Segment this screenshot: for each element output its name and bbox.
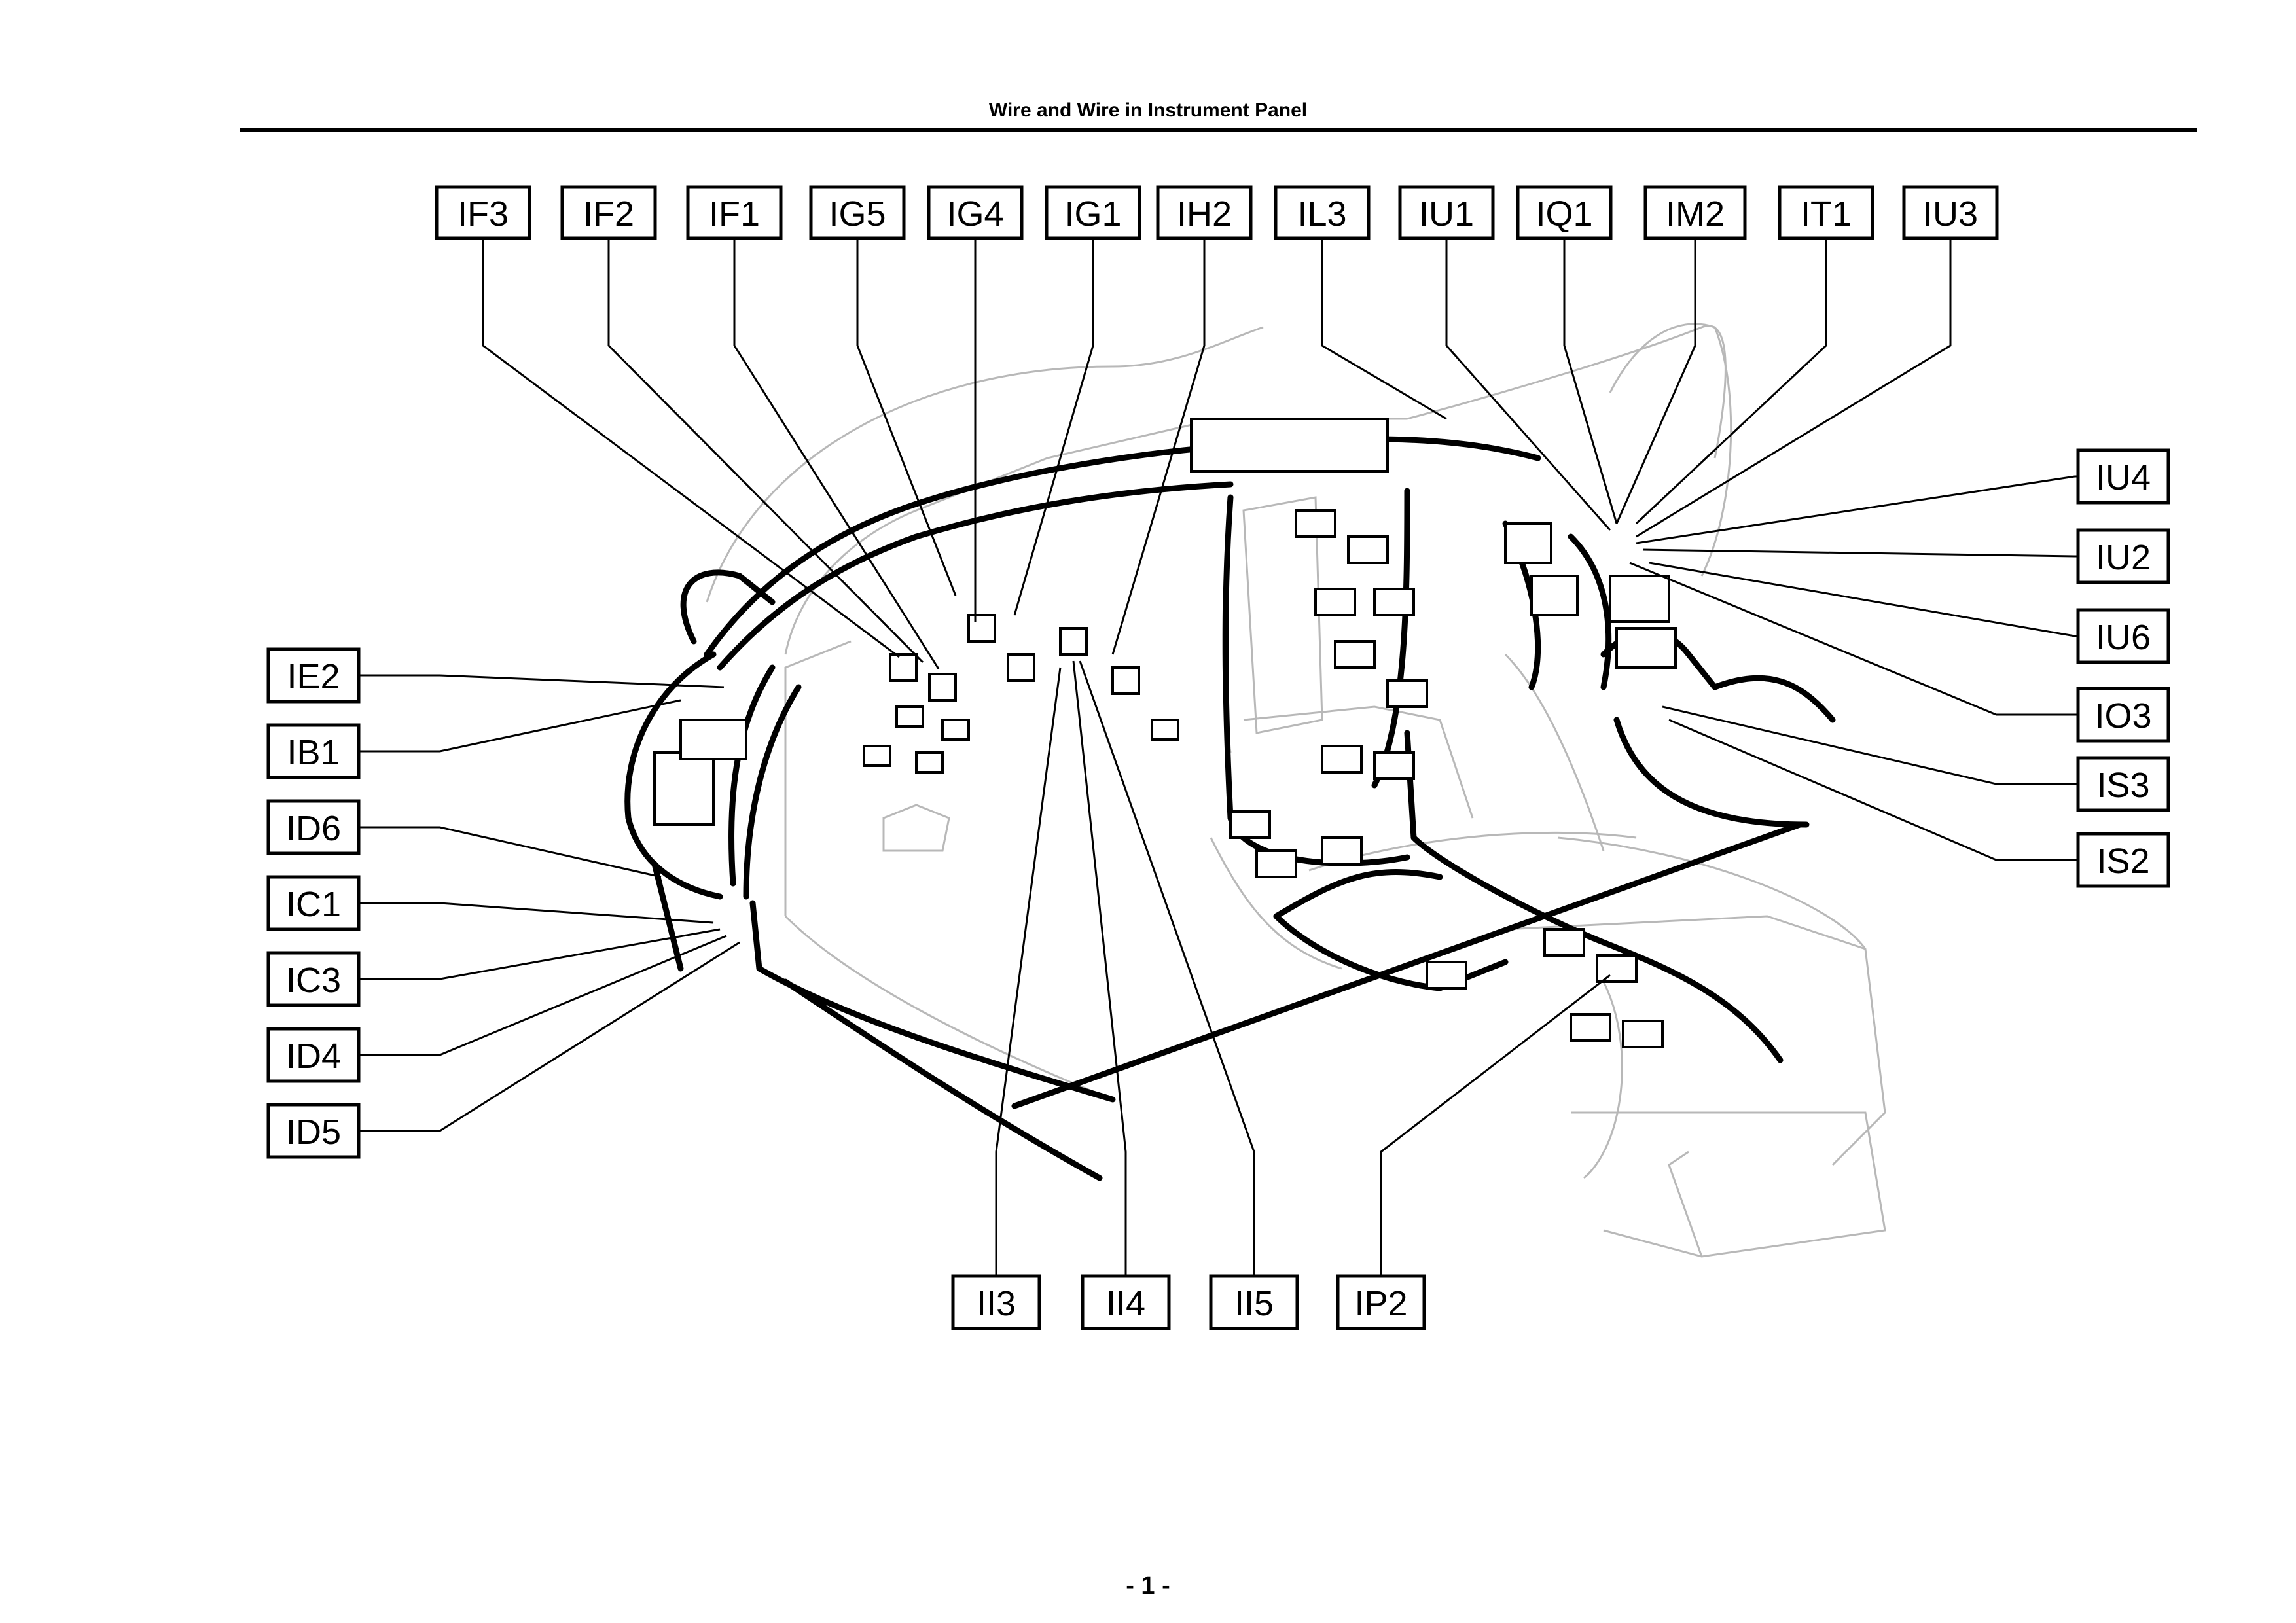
- svg-text:IQ1: IQ1: [1535, 194, 1592, 234]
- leader-lines: [359, 238, 2078, 1276]
- label-IF1: IF1: [686, 185, 783, 240]
- svg-text:IL3: IL3: [1297, 194, 1346, 234]
- svg-text:IF3: IF3: [457, 194, 509, 234]
- label-ID4: ID4: [266, 1027, 361, 1083]
- label-IQ1: IQ1: [1516, 185, 1613, 240]
- svg-text:ID4: ID4: [286, 1037, 341, 1076]
- svg-text:IG4: IG4: [946, 194, 1003, 234]
- header-rule: [240, 128, 2197, 132]
- label-IM2: IM2: [1643, 185, 1747, 240]
- svg-text:IC3: IC3: [286, 961, 341, 1000]
- label-IU4: IU4: [2076, 448, 2170, 505]
- svg-text:IG5: IG5: [829, 194, 886, 234]
- svg-text:IU1: IU1: [1419, 194, 1474, 234]
- label-II3: II3: [951, 1274, 1041, 1330]
- label-II4: II4: [1081, 1274, 1171, 1330]
- label-IC3: IC3: [266, 951, 361, 1007]
- svg-text:IF1: IF1: [709, 194, 760, 234]
- svg-text:IG1: IG1: [1064, 194, 1121, 234]
- label-IO3: IO3: [2076, 687, 2170, 743]
- label-IF3: IF3: [435, 185, 531, 240]
- label-IH2: IH2: [1156, 185, 1253, 240]
- label-IU1: IU1: [1398, 185, 1495, 240]
- label-IG1: IG1: [1045, 185, 1141, 240]
- label-IG5: IG5: [809, 185, 906, 240]
- svg-text:IS3: IS3: [2096, 766, 2149, 805]
- label-IS3: IS3: [2076, 756, 2170, 812]
- label-II5: II5: [1209, 1274, 1299, 1330]
- label-IL3: IL3: [1274, 185, 1371, 240]
- svg-text:II5: II5: [1234, 1284, 1274, 1323]
- svg-text:II4: II4: [1106, 1284, 1145, 1323]
- page-number: - 1 -: [1126, 1572, 1170, 1599]
- svg-text:II3: II3: [977, 1284, 1016, 1323]
- right-labels: IU4 IU2 IU6 IO3 IS3 IS2: [2076, 448, 2170, 888]
- label-IF2: IF2: [560, 185, 657, 240]
- svg-text:IU3: IU3: [1923, 194, 1978, 234]
- svg-text:IH2: IH2: [1177, 194, 1232, 234]
- label-IT1: IT1: [1778, 185, 1874, 240]
- label-ID5: ID5: [266, 1103, 361, 1159]
- svg-text:IF2: IF2: [583, 194, 634, 234]
- svg-text:IB1: IB1: [287, 733, 340, 772]
- wire-harness: [624, 436, 1836, 1181]
- svg-text:ID5: ID5: [286, 1113, 341, 1152]
- svg-text:ID6: ID6: [286, 809, 341, 848]
- bottom-labels: II3 II4 II5 IP2: [951, 1274, 1426, 1330]
- label-IE2: IE2: [266, 647, 361, 704]
- svg-text:IU6: IU6: [2096, 618, 2151, 657]
- label-IB1: IB1: [266, 723, 361, 779]
- svg-text:IU2: IU2: [2096, 538, 2151, 577]
- svg-text:IO3: IO3: [2094, 696, 2151, 736]
- svg-text:IS2: IS2: [2096, 842, 2149, 881]
- svg-text:IE2: IE2: [287, 657, 340, 696]
- label-IU3: IU3: [1902, 185, 1999, 240]
- label-IU2: IU2: [2076, 528, 2170, 584]
- page-title: Wire and Wire in Instrument Panel: [988, 99, 1308, 121]
- connector-blocks: [653, 418, 1677, 1048]
- label-IP2: IP2: [1336, 1274, 1426, 1330]
- top-labels: IF3 IF2 IF1 IG5 IG4 IG1 IH2 IL3 IU1 IQ1 …: [435, 185, 1999, 240]
- label-IU6: IU6: [2076, 608, 2170, 664]
- label-IC1: IC1: [266, 875, 361, 931]
- label-IS2: IS2: [2076, 832, 2170, 888]
- svg-text:IU4: IU4: [2096, 458, 2151, 497]
- svg-text:IP2: IP2: [1354, 1284, 1407, 1323]
- svg-text:IC1: IC1: [286, 885, 341, 924]
- label-ID6: ID6: [266, 799, 361, 855]
- svg-text:IT1: IT1: [1801, 194, 1852, 234]
- label-IG4: IG4: [927, 185, 1024, 240]
- svg-text:IM2: IM2: [1666, 194, 1725, 234]
- left-labels: IE2 IB1 ID6 IC1 IC3 ID4 ID5: [266, 647, 361, 1159]
